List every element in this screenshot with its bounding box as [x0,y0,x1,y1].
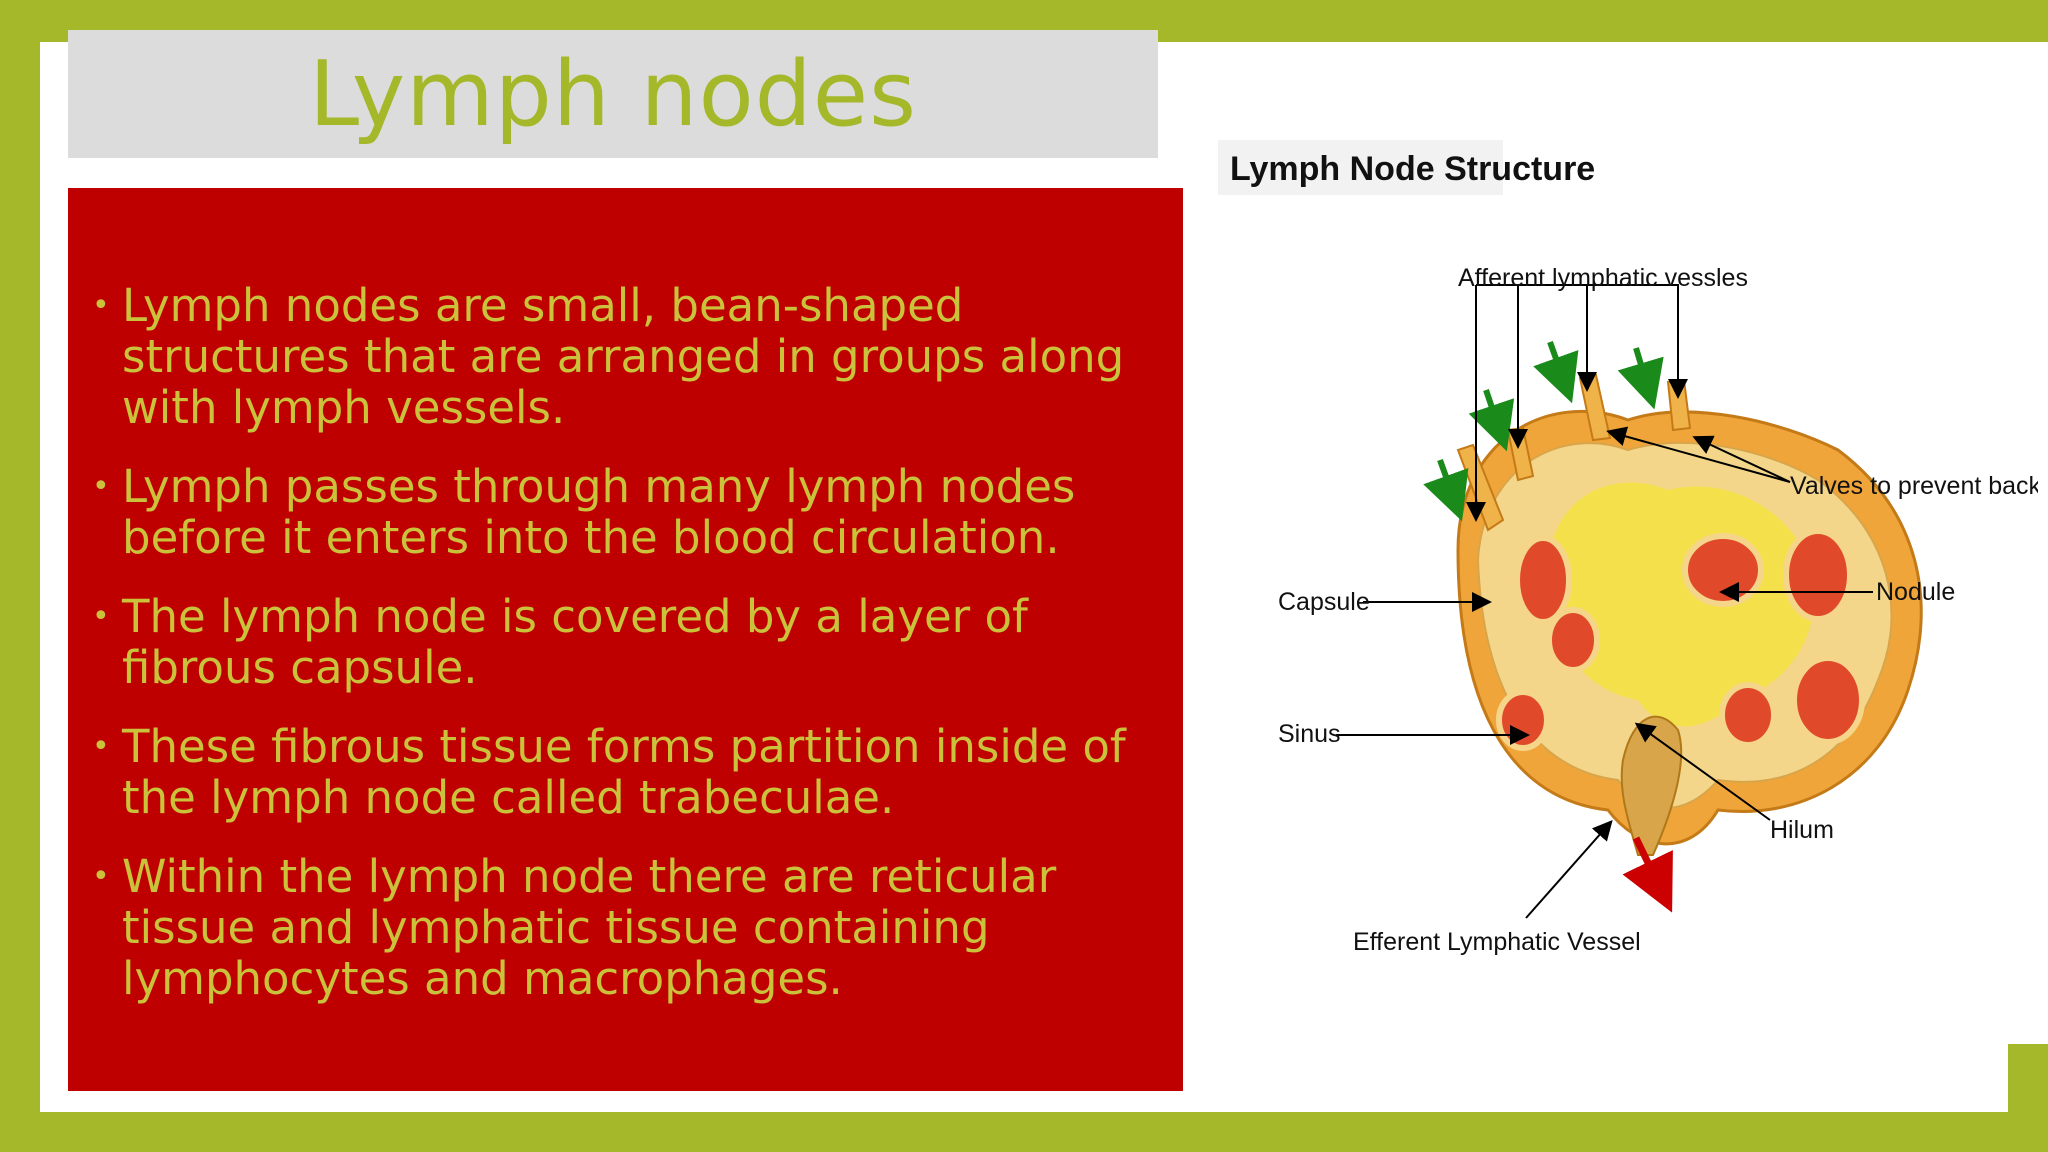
nodules [1496,528,1865,751]
leader-line [1692,435,1791,483]
diagram-heading: Lymph Node Structure [1230,150,1595,188]
label-capsule: Capsule [1278,588,1370,616]
green-arrow-icon [1468,389,1515,452]
bullet-item: • Lymph nodes are small, bean-shaped stru… [92,280,1159,433]
bullet-dot-icon: • [92,859,110,894]
label-afferent: Afferent lymphatic vessles [1458,264,1748,292]
title-box: Lymph nodes [68,30,1158,158]
bullet-list: • Lymph nodes are small, bean-shaped stru… [92,280,1159,1004]
slide-title: Lymph nodes [308,41,918,147]
content-panel: • Lymph nodes are small, bean-shaped stru… [68,188,1183,1091]
afferent-flow-arrows [1423,340,1664,522]
lymph-node-diagram: Lymph Node Structure [1218,140,2038,956]
bullet-text: Lymph nodes are small, bean-shaped struc… [122,279,1125,434]
bullet-dot-icon: • [92,469,110,504]
label-nodule: Nodule [1876,578,1955,606]
label-efferent: Efferent Lymphatic Vessel [1353,928,1641,956]
bullet-item: • These fibrous tissue forms partition in… [92,721,1159,823]
bullet-dot-icon: • [92,599,110,634]
nodule-shape [1546,607,1600,673]
nodule-shape [1496,689,1550,751]
label-hilum: Hilum [1770,816,1834,844]
bullet-dot-icon: • [92,288,110,323]
label-leaders [1336,284,1873,919]
nodule-shape [1514,535,1572,625]
bullet-item: • Lymph passes through many lymph nodes b… [92,461,1159,563]
frame-right-edge [2008,42,2048,1044]
efferent-flow-arrow-icon [1622,836,1673,913]
leader-line [1606,426,1791,483]
label-sinus: Sinus [1278,720,1341,748]
nodule-shape [1682,533,1764,607]
nodule-shape [1719,682,1777,748]
nodule-shape [1791,655,1865,745]
green-arrow-icon [1533,340,1579,404]
green-arrow-icon [1617,347,1664,410]
bullet-text: The lymph node is covered by a layer of … [122,590,1028,694]
leader-line [1525,820,1613,919]
green-arrow-icon [1423,458,1469,522]
leader-line [1587,284,1688,399]
bullet-item: • The lymph node is covered by a layer of… [92,591,1159,693]
hilum-shape [1620,715,1683,856]
leader-line [1518,284,1597,392]
bullet-item: • Within the lymph node there are reticul… [92,851,1159,1004]
nodule-shape [1783,528,1853,622]
leader-line [1634,722,1771,821]
bullet-dot-icon: • [92,729,110,764]
bullet-text: Lymph passes through many lymph nodes be… [122,460,1076,564]
diagram-labels: Afferent lymphatic vessles Valves to pre… [1278,264,2038,956]
bullet-text: Within the lymph node there are reticula… [122,850,1057,1005]
label-valves: Valves to prevent backflow [1790,472,2038,500]
diagram-heading-bg [1218,140,1503,195]
bullet-text: These fibrous tissue forms partition ins… [122,720,1126,824]
